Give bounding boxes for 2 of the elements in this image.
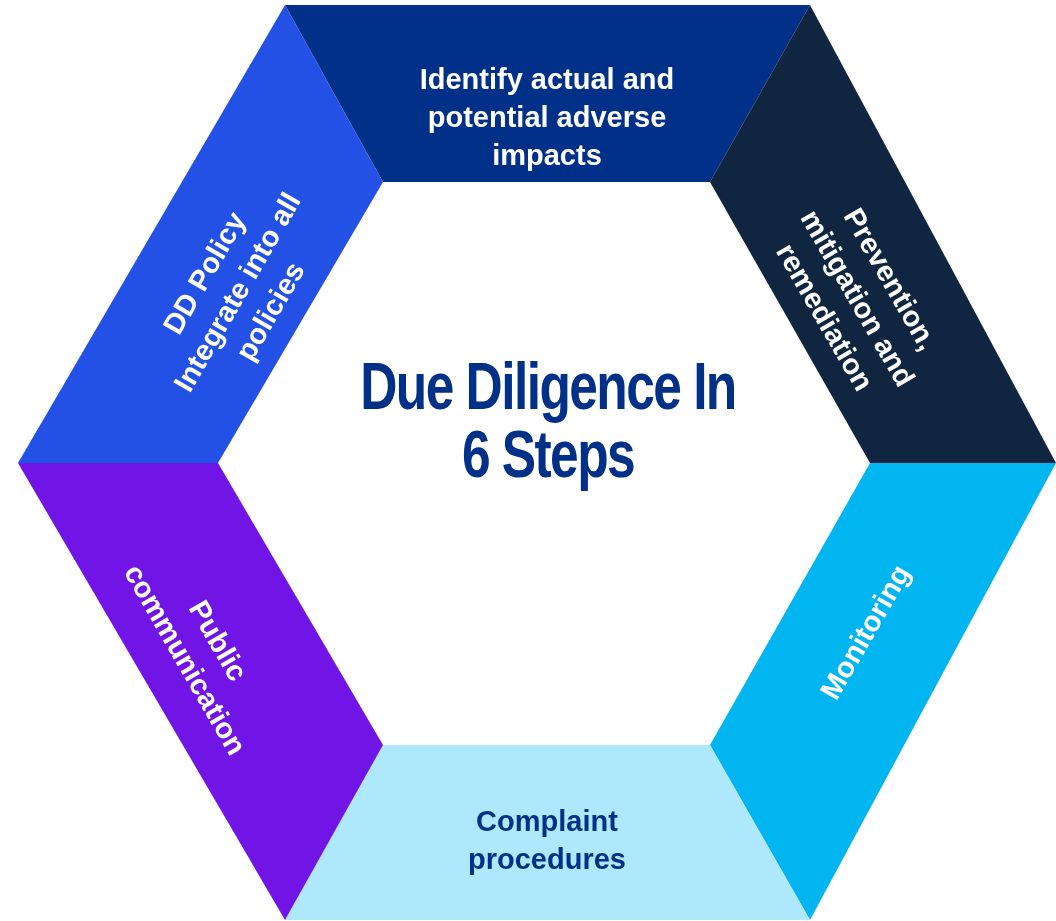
step-text: Complaint procedures [467,804,627,877]
step-text: Identify actual and potential adverse impacts [418,62,676,173]
